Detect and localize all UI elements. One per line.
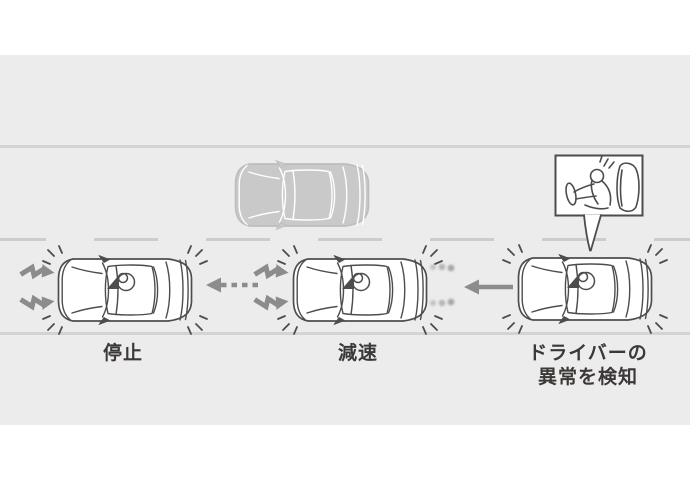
car-detected xyxy=(503,245,667,333)
incapacitated-driver-icon xyxy=(565,155,640,213)
lane-line-top xyxy=(0,145,690,148)
stage-label-stop: 停止 xyxy=(102,343,143,364)
motion-blur-dots xyxy=(430,263,455,307)
callout-pointer xyxy=(584,214,601,251)
arrow-dashed xyxy=(206,277,258,293)
arrow-solid xyxy=(464,279,513,295)
road xyxy=(0,55,690,425)
car-stopped xyxy=(43,246,207,334)
car-decelerating xyxy=(278,246,442,334)
driver-abnormality-inset xyxy=(554,154,644,252)
lane-line-dashed xyxy=(0,238,690,241)
impact-flash-icons-stop xyxy=(21,259,56,315)
ghost-car xyxy=(220,151,384,239)
lane-line-bottom xyxy=(0,332,690,335)
stage-label-detect: ドライバーの 異常を検知 xyxy=(528,343,648,388)
stage-label-decelerate: 減速 xyxy=(337,343,378,364)
impact-flash-icons-decelerate xyxy=(255,259,290,315)
